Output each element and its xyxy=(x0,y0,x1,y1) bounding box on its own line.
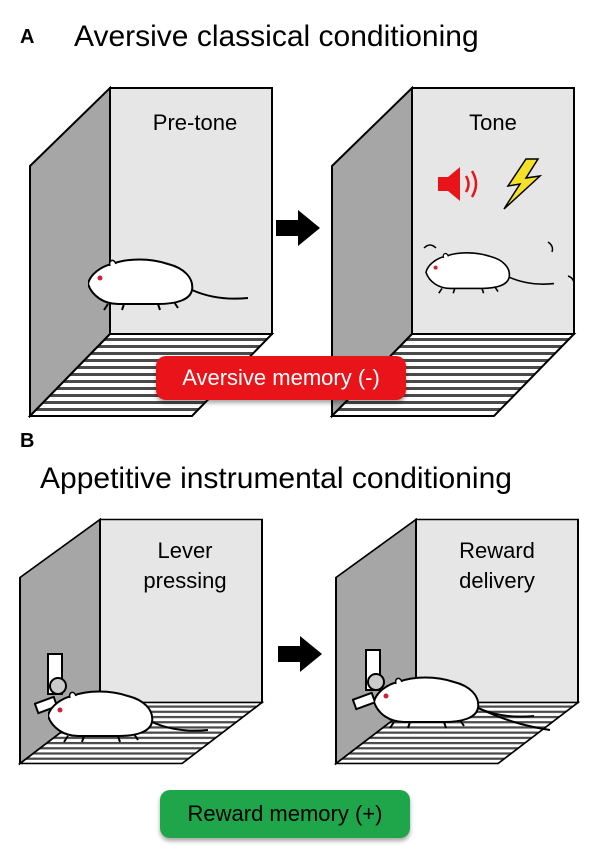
rat-icon xyxy=(88,258,249,311)
panel-a-title: Aversive classical conditioning xyxy=(74,20,479,53)
lever-icon xyxy=(34,653,67,715)
reward-delivery-label: Reward delivery xyxy=(459,538,535,593)
rat-icon xyxy=(423,241,575,295)
lever-pressing-label: Lever pressing xyxy=(143,538,227,593)
rat-icon xyxy=(374,676,551,731)
reward-memory-badge: Reward memory (+) xyxy=(160,790,410,838)
pre-tone-label: Pre-tone xyxy=(152,110,238,135)
panel-a-letter: A xyxy=(20,26,35,48)
rat-icon xyxy=(48,690,209,743)
speaker-icon xyxy=(438,167,478,201)
panel-b-title: Appetitive instrumental conditioning xyxy=(40,462,512,495)
panel-b-right-chamber: Reward delivery xyxy=(334,518,584,765)
lever-icon xyxy=(352,649,385,711)
arrow-right-icon xyxy=(278,636,322,672)
panel-b-letter: B xyxy=(20,430,35,452)
lightning-icon xyxy=(503,158,543,210)
arrow-right-icon xyxy=(276,210,320,246)
aversive-memory-label: Aversive memory (-) xyxy=(182,365,380,390)
reward-memory-label: Reward memory (+) xyxy=(187,801,383,826)
aversive-memory-badge: Aversive memory (-) xyxy=(156,356,406,400)
tone-label: Tone xyxy=(469,110,517,135)
panel-a-right-chamber: Tone xyxy=(330,86,580,422)
panel-b-left-chamber: Lever pressing xyxy=(18,518,268,765)
panel-a-left-chamber: Pre-tone xyxy=(28,86,278,422)
